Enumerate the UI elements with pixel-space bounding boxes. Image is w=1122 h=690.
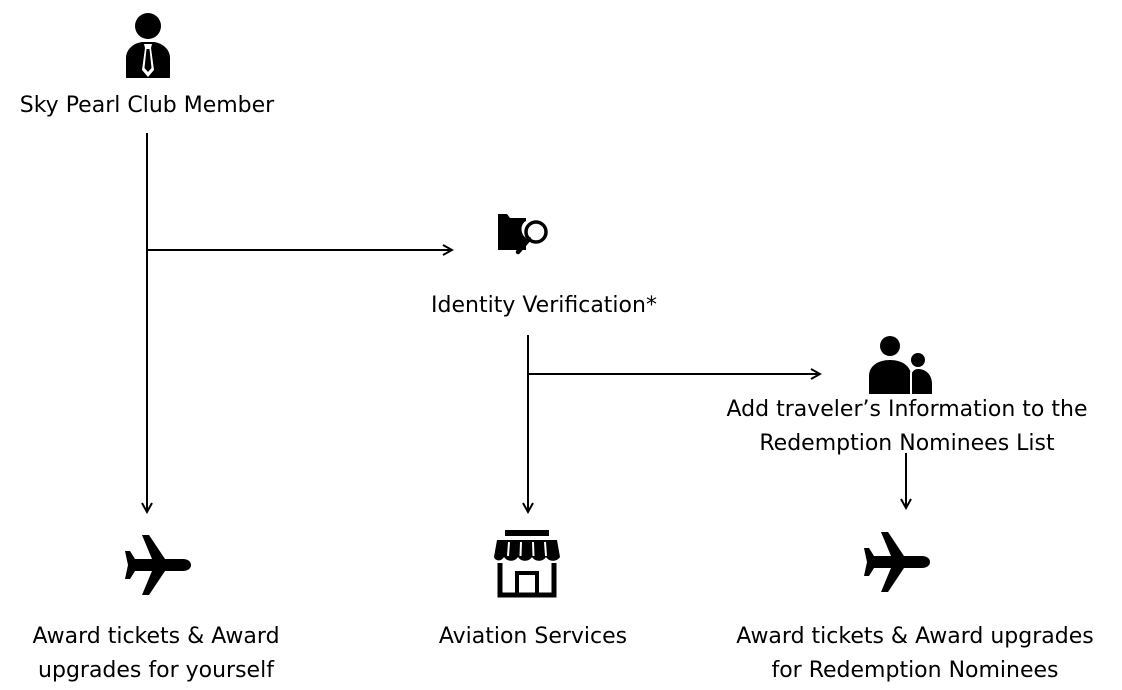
- award-nominees-label-line2: for Redemption Nominees: [771, 658, 1059, 683]
- award-nominees-label-line1: Award tickets & Award upgrades: [736, 624, 1094, 649]
- folder-search-icon: [498, 214, 548, 255]
- add-traveler-label-line2: Redemption Nominees List: [759, 431, 1055, 456]
- airplane-icon: [864, 532, 930, 592]
- verification-label: Identity Verification*: [431, 293, 657, 318]
- award-self-label-line2: upgrades for yourself: [38, 658, 274, 683]
- award-nominees-label: Award tickets & Award upgrades for Redem…: [710, 620, 1120, 688]
- adult-child-people-icon: [869, 336, 932, 394]
- shop-storefront-icon: [494, 530, 560, 598]
- award-self-label: Award tickets & Award upgrades for yours…: [6, 620, 306, 688]
- add-traveler-label-line1: Add traveler’s Information to the: [726, 397, 1088, 422]
- aviation-label: Aviation Services: [438, 624, 628, 649]
- member-label: Sky Pearl Club Member: [19, 93, 275, 118]
- award-self-label-line1: Award tickets & Award: [32, 624, 280, 649]
- person-with-tie-icon: [126, 13, 170, 78]
- airplane-icon: [125, 535, 191, 595]
- add-traveler-label: Add traveler’s Information to the Redemp…: [692, 393, 1122, 461]
